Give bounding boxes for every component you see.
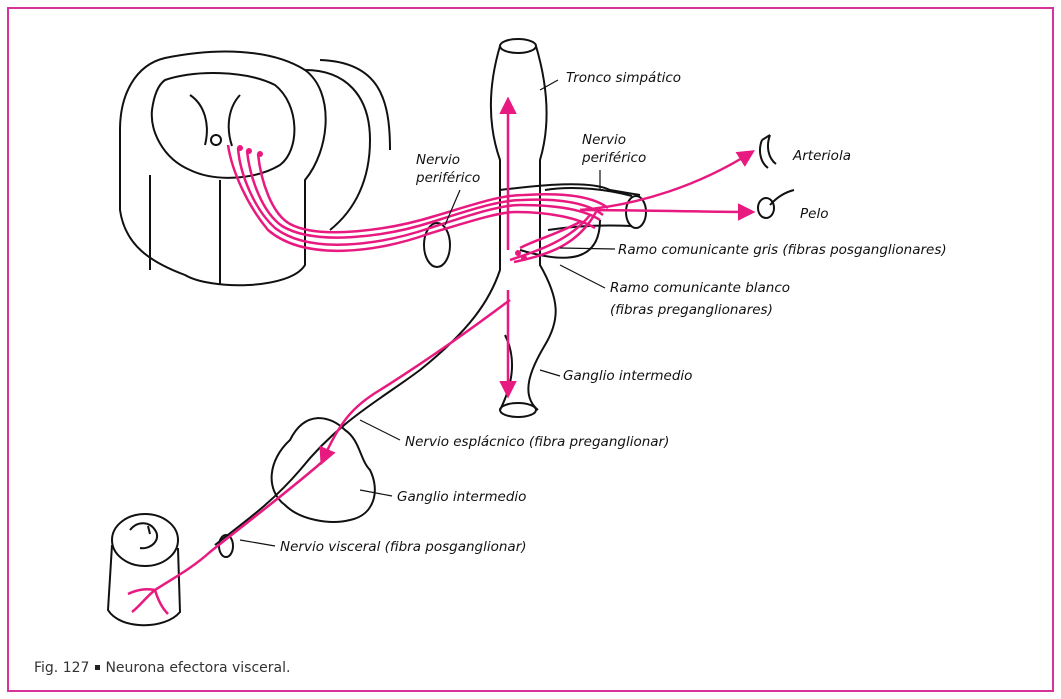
label-tronco-simpatico: Tronco simpático bbox=[566, 70, 681, 86]
target-icons bbox=[758, 135, 794, 218]
label-ramo-blanco-1: Ramo comunicante blanco bbox=[610, 280, 790, 296]
label-nervio-periferico-right-1: Nervio bbox=[582, 132, 626, 148]
figure-number: Fig. 127 bbox=[34, 660, 89, 676]
gut-segment bbox=[108, 514, 180, 625]
figure-caption-text: Neurona efectora visceral. bbox=[105, 660, 290, 676]
label-nervio-periferico-left-2: periférico bbox=[415, 170, 480, 186]
label-nervio-periferico-left-1: Nervio bbox=[416, 152, 460, 168]
label-nervio-periferico-right-2: periférico bbox=[581, 150, 646, 166]
caption-bullet bbox=[95, 665, 100, 670]
figure-caption: Fig. 127 Neurona efectora visceral. bbox=[34, 660, 290, 676]
neuron-dots bbox=[237, 145, 527, 261]
label-pelo: Pelo bbox=[800, 206, 828, 222]
label-ramo-gris: Ramo comunicante gris (fibras posganglio… bbox=[618, 242, 947, 258]
splanchnic-fiber bbox=[128, 300, 510, 614]
label-ramo-blanco-2: (fibras preganglionares) bbox=[610, 302, 773, 318]
label-ganglio-intermedio-1: Ganglio intermedio bbox=[563, 368, 692, 384]
lower-ganglion bbox=[219, 418, 375, 557]
label-nervio-visceral: Nervio visceral (fibra posganglionar) bbox=[280, 539, 527, 555]
sympathetic-trunk bbox=[215, 39, 640, 545]
label-nervio-esplacnico: Nervio esplácnico (fibra preganglionar) bbox=[405, 434, 669, 450]
leader-lines bbox=[240, 80, 615, 546]
label-arteriola: Arteriola bbox=[792, 148, 851, 164]
label-ganglio-intermedio-2: Ganglio intermedio bbox=[397, 489, 526, 505]
